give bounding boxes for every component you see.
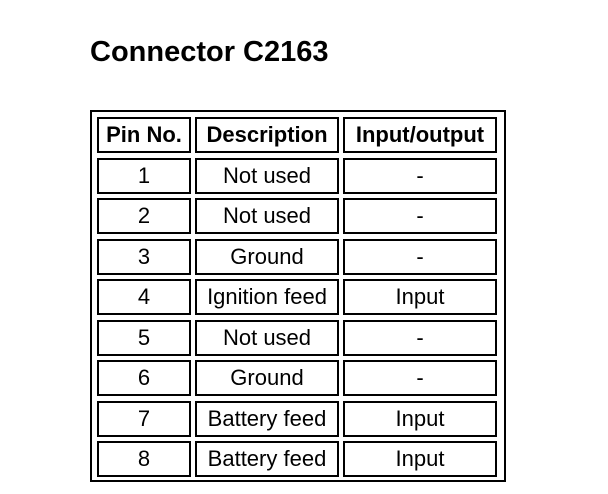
cell-pin-number: 5 bbox=[97, 320, 191, 356]
page-title: Connector C2163 bbox=[90, 36, 329, 68]
header-input-output: Input/output bbox=[343, 117, 497, 153]
cell-input-output: - bbox=[343, 198, 497, 234]
cell-pin-number: 1 bbox=[97, 158, 191, 194]
cell-description: Not used bbox=[195, 158, 339, 194]
cell-pin-number: 6 bbox=[97, 360, 191, 396]
cell-input-output: - bbox=[343, 239, 497, 275]
cell-pin-number: 3 bbox=[97, 239, 191, 275]
cell-input-output: - bbox=[343, 360, 497, 396]
cell-input-output: Input bbox=[343, 441, 497, 477]
header-pin-number: Pin No. bbox=[97, 117, 191, 153]
cell-pin-number: 4 bbox=[97, 279, 191, 315]
cell-input-output: - bbox=[343, 320, 497, 356]
cell-description: Ground bbox=[195, 239, 339, 275]
cell-pin-number: 7 bbox=[97, 401, 191, 437]
cell-description: Ignition feed bbox=[195, 279, 339, 315]
header-description: Description bbox=[195, 117, 339, 153]
cell-input-output: Input bbox=[343, 401, 497, 437]
cell-input-output: Input bbox=[343, 279, 497, 315]
cell-pin-number: 8 bbox=[97, 441, 191, 477]
cell-description: Not used bbox=[195, 198, 339, 234]
cell-description: Ground bbox=[195, 360, 339, 396]
cell-input-output: - bbox=[343, 158, 497, 194]
cell-description: Battery feed bbox=[195, 401, 339, 437]
cell-description: Battery feed bbox=[195, 441, 339, 477]
cell-pin-number: 2 bbox=[97, 198, 191, 234]
cell-description: Not used bbox=[195, 320, 339, 356]
